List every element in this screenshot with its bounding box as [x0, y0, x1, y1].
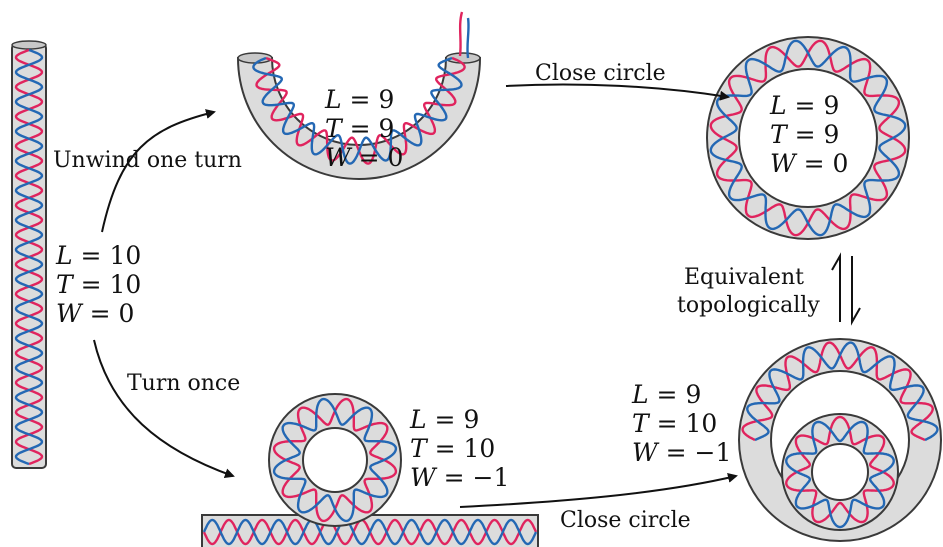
symbol-L: L [631, 380, 649, 409]
unwound-ring-blue-strand [709, 39, 907, 237]
supercoil-values: L = 9 T = 10 W = −1 [631, 380, 731, 467]
supercoiled-closed-circle [738, 338, 942, 542]
close-circle-top-arrow [505, 83, 730, 101]
W-value: −1 [695, 438, 732, 467]
unwind-label: Unwind one turn [53, 148, 242, 173]
T-value: 9 [379, 114, 395, 143]
straight-rod-top-cap [11, 40, 47, 50]
W-value: −1 [473, 463, 510, 492]
straight-T: T = 10 [56, 270, 141, 299]
T-value: 9 [824, 120, 840, 149]
equivalence-up-arrow [831, 252, 841, 322]
symbol-W: W [632, 438, 660, 467]
symbol-W: W [56, 299, 84, 328]
unwound-open-W: W = 0 [325, 143, 403, 172]
symbol-T: T [325, 114, 344, 143]
unwound-open-values: L = 9 T = 9 W = 0 [324, 85, 403, 172]
equals-sign: = [436, 463, 473, 492]
symbol-T: T [410, 434, 429, 463]
turn-once-arrow [93, 339, 235, 479]
loop-ring-blue-strand [272, 397, 398, 523]
T-value: 10 [464, 434, 496, 463]
equivalent-label-line1: Equivalent [684, 265, 804, 290]
symbol-W: W [325, 143, 353, 172]
supercoil-L: L = 9 [631, 380, 701, 409]
loop-open-values: L = 9 T = 10 W = −1 [409, 405, 509, 492]
equals-sign: = [649, 409, 686, 438]
symbol-L: L [769, 91, 787, 120]
unwound-open-arc [236, 11, 482, 180]
unwound-ring-hole [738, 68, 878, 208]
equals-sign: = [73, 270, 110, 299]
supercoil-W: W = −1 [632, 438, 731, 467]
close-circle-top-label: Close circle [535, 61, 666, 86]
unwound-arc-tube [236, 57, 482, 180]
equals-sign: = [649, 380, 686, 409]
straight-values: L = 10 T = 10 W = 0 [55, 241, 141, 328]
W-value: 0 [388, 143, 404, 172]
L-value: 10 [109, 241, 141, 270]
loop-open-L: L = 9 [409, 405, 479, 434]
loose-red-strand-end [458, 11, 464, 57]
unwound-open-T: T = 9 [325, 114, 394, 143]
equals-sign: = [427, 434, 464, 463]
turn-once-label: Turn once [127, 371, 240, 396]
close-circle-bottom-label: Close circle [560, 508, 691, 533]
supercoil-inner-hole [811, 443, 869, 501]
symbol-L: L [55, 241, 73, 270]
equivalence-down-arrow [851, 256, 861, 326]
L-value: 9 [463, 405, 479, 434]
symbol-L: L [324, 85, 342, 114]
symbol-T: T [770, 120, 789, 149]
straight-dna-rod [11, 40, 47, 469]
unwound-circle-values: L = 9 T = 9 W = 0 [769, 91, 848, 178]
L-value: 9 [685, 380, 701, 409]
symbol-L: L [409, 405, 427, 434]
unwind-arrow [101, 109, 216, 233]
loop-open-W: W = −1 [410, 463, 509, 492]
unwound-circle-W: W = 0 [770, 149, 848, 178]
symbol-W: W [770, 149, 798, 178]
L-value: 9 [823, 91, 839, 120]
loop-open-T: T = 10 [410, 434, 495, 463]
equals-sign: = [73, 241, 110, 270]
straight-rod-blue-strand [14, 48, 44, 466]
equals-sign: = [658, 438, 695, 467]
equals-sign: = [82, 299, 119, 328]
T-value: 10 [686, 409, 718, 438]
loose-blue-strand-end [466, 17, 470, 59]
unwound-circle-T: T = 9 [770, 120, 839, 149]
straight-W: W = 0 [56, 299, 134, 328]
loop-ring-hole [302, 427, 368, 493]
equals-sign: = [787, 120, 824, 149]
symbol-T: T [632, 409, 651, 438]
L-value: 9 [378, 85, 394, 114]
W-value: 0 [119, 299, 135, 328]
symbol-W: W [410, 463, 438, 492]
equals-sign: = [342, 85, 379, 114]
equals-sign: = [427, 405, 464, 434]
arrows [93, 83, 861, 508]
symbol-T: T [56, 270, 75, 299]
unwound-circle-L: L = 9 [769, 91, 839, 120]
equals-sign: = [787, 91, 824, 120]
straight-L: L = 10 [55, 241, 141, 270]
close-circle-bottom-arrow [459, 472, 738, 508]
supercoil-inner-blue-strand [785, 420, 895, 529]
looped-open-dna [201, 393, 539, 547]
unwound-open-L: L = 9 [324, 85, 394, 114]
equivalent-label-line2: topologically [677, 293, 820, 318]
equals-sign: = [351, 143, 388, 172]
equals-sign: = [796, 149, 833, 178]
supercoil-outer-blue-strand [746, 341, 939, 442]
T-value: 10 [110, 270, 142, 299]
unwound-closed-circle [706, 36, 910, 240]
W-value: 0 [833, 149, 849, 178]
supercoil-T: T = 10 [632, 409, 717, 438]
loop-bottom-blue-strand [202, 518, 538, 546]
unwound-arc-blue-strand [252, 56, 463, 165]
equals-sign: = [342, 114, 379, 143]
